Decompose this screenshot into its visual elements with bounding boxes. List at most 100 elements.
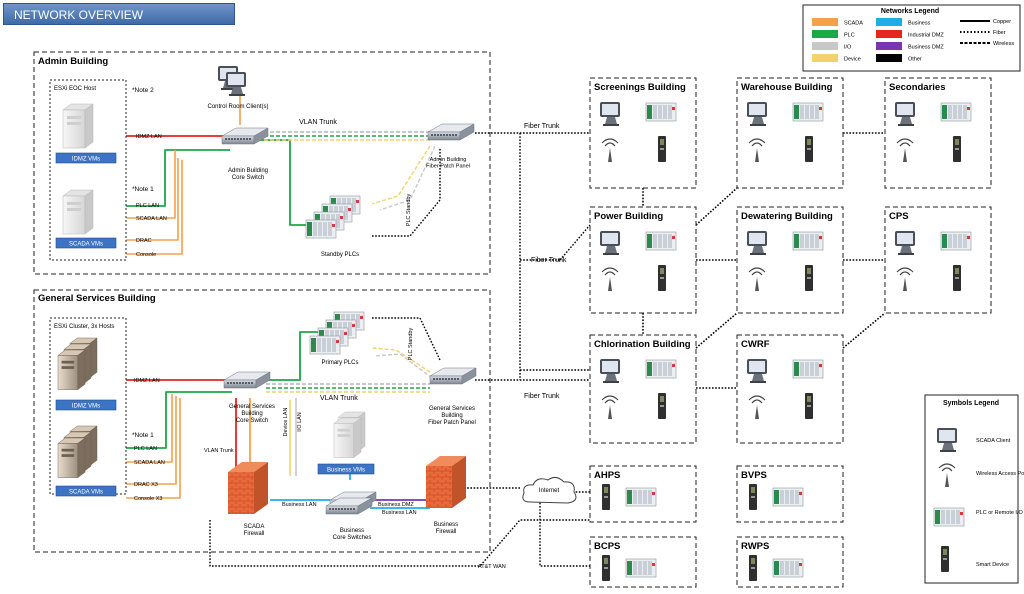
gsb-console-link (126, 398, 181, 499)
building-warehouse-box (736, 77, 844, 189)
admin-plc-standby-label: PLC Standby (406, 194, 412, 227)
admin-fiber-patch-panel-icon (427, 123, 475, 141)
admin-drac-label: DRAC (136, 238, 152, 244)
gsb-scada-vms-tag: SCADA VMs (69, 490, 103, 496)
building-bcps-box (589, 536, 697, 588)
gsb-switch-to-primary-plc (262, 331, 318, 381)
admin-switch-to-plc (258, 139, 318, 226)
gsb-att-wan-field (539, 491, 590, 567)
gsb-scada-vms-tag-bg (55, 485, 117, 497)
admin-plc-lan-label: PLC LAN (136, 203, 159, 209)
legend-swatch-device (812, 54, 838, 62)
gsb-fiber-patch-panel-icon (429, 367, 477, 385)
building-dewatering-box (736, 206, 844, 314)
building-screenings-smart-device-icon (658, 136, 666, 162)
admin-core-switch-icon (221, 127, 269, 145)
building-bvps-smart-device-icon (749, 484, 757, 510)
building-ahps-box (589, 465, 697, 523)
building-chlorination-smart-device-icon (658, 393, 666, 419)
building-bvps-title: BVPS (741, 470, 767, 481)
building-bvps-box (736, 465, 844, 523)
att-wan-label: AT&T WAN (478, 564, 506, 570)
gsb-primary-plc-icon-4 (309, 335, 341, 355)
field-link-6 (695, 312, 738, 349)
legend-swatch-other (876, 54, 902, 62)
building-bcps-title: BCPS (594, 541, 620, 552)
gsb-business-vms-tag: Business VMs (327, 468, 365, 474)
gsb-idmz-vms-tag-bg (55, 399, 117, 411)
legend-smart-device-icon (941, 546, 949, 572)
admin-idmz-vms-tag-bg (55, 152, 117, 164)
admin-scada-lan-link (126, 150, 176, 219)
admin-esxi-host-label: ESXi EOC Host (54, 86, 96, 92)
building-cwrf-box (736, 334, 844, 444)
building-ahps-plc-icon (625, 487, 657, 507)
building-ahps-smart-device-icon (602, 484, 610, 510)
gsb-scada-lan-link (126, 394, 173, 463)
building-cwrf-plc-icon (792, 359, 824, 379)
building-cps-scada-client-icon (895, 231, 915, 255)
legend-swatch-business-dmz (876, 42, 902, 50)
building-bcps-plc-icon (625, 558, 657, 578)
gsb-drac-label: DRAC X3 (134, 482, 158, 488)
building-cwrf-smart-device-icon (805, 393, 813, 419)
admin-console-link (126, 160, 183, 255)
admin-idmz-vms-tag: IDMZ VMs (72, 157, 100, 163)
admin-standby-plc-icon-4 (305, 219, 337, 239)
legend-wireless-icon (938, 463, 956, 488)
admin-note-2: *Note 2 (132, 87, 154, 94)
building-dewatering-plc-icon (792, 231, 824, 251)
admin-scada-vms-tag-bg (55, 237, 117, 249)
legend-label-plc: PLC (844, 33, 855, 39)
legend-scada-client-label: SCADA Client (976, 438, 1011, 444)
building-rwps-title: RWPS (741, 541, 769, 552)
gsb-idmz-vms-tag: IDMZ VMs (72, 404, 100, 410)
legend-swatch-io (812, 42, 838, 50)
building-cps-plc-icon (940, 231, 972, 251)
gsb-idmz-server-icon-3 (57, 349, 86, 391)
fiber-trunk-power (559, 224, 591, 261)
gsb-primary-plcs-label: Primary PLCs (321, 360, 358, 366)
device-icons (55, 66, 972, 581)
legend-label-industrial-dmz: Industrial DMZ (908, 33, 944, 39)
building-bcps-smart-device-icon (602, 555, 610, 581)
legend-label-device: Device (844, 57, 861, 63)
admin-plc-standby-link (372, 148, 441, 237)
gsb-business-firewall-icon (426, 456, 466, 508)
admin-scada-server-icon (62, 189, 94, 235)
admin-drac-link (126, 158, 179, 241)
legend-label-business: Business (908, 21, 931, 27)
building-dewatering-scada-client-icon (747, 231, 767, 255)
admin-note-1: *Note 1 (132, 186, 154, 193)
building-cps-title: CPS (889, 211, 909, 222)
building-secondaries-box (884, 77, 992, 189)
gsb-plc-standby-label: PLC Standby (408, 328, 414, 361)
building-warehouse-smart-device-icon (805, 136, 813, 162)
legend-smart-device-label: Smart Device (976, 562, 1009, 568)
building-power-plc-icon (645, 231, 677, 251)
gsb-drac-link (126, 396, 177, 485)
building-chlorination-title: Chlorination Building (594, 339, 691, 350)
building-chlorination-box (589, 334, 697, 444)
legend-line-label-0: Copper (993, 19, 1011, 25)
admin-idmz-lan-label: IDMZ LAN (136, 134, 162, 140)
building-bvps-plc-icon (772, 487, 804, 507)
building-warehouse-title: Warehouse Building (741, 82, 833, 93)
legend-label-scada: SCADA (844, 21, 863, 27)
building-screenings-scada-client-icon (600, 102, 620, 126)
admin-patch-to-plc-io (379, 145, 436, 211)
gsb-plc-lan-link (126, 391, 232, 449)
text-labels: Networks LegendSCADAPLCI/ODeviceBusiness… (38, 8, 1024, 570)
gsb-plc-lan-label: PLC LAN (134, 446, 157, 452)
building-screenings-wireless-icon (601, 138, 619, 163)
gsb-business-lan-label-2: Business LAN (382, 510, 417, 516)
legend-wireless-label: Wireless Access Point (976, 471, 1024, 477)
building-cps-smart-device-icon (953, 265, 961, 291)
building-dewatering-smart-device-icon (805, 265, 813, 291)
building-secondaries-smart-device-icon (953, 136, 961, 162)
legend-label-other: Other (908, 57, 922, 63)
